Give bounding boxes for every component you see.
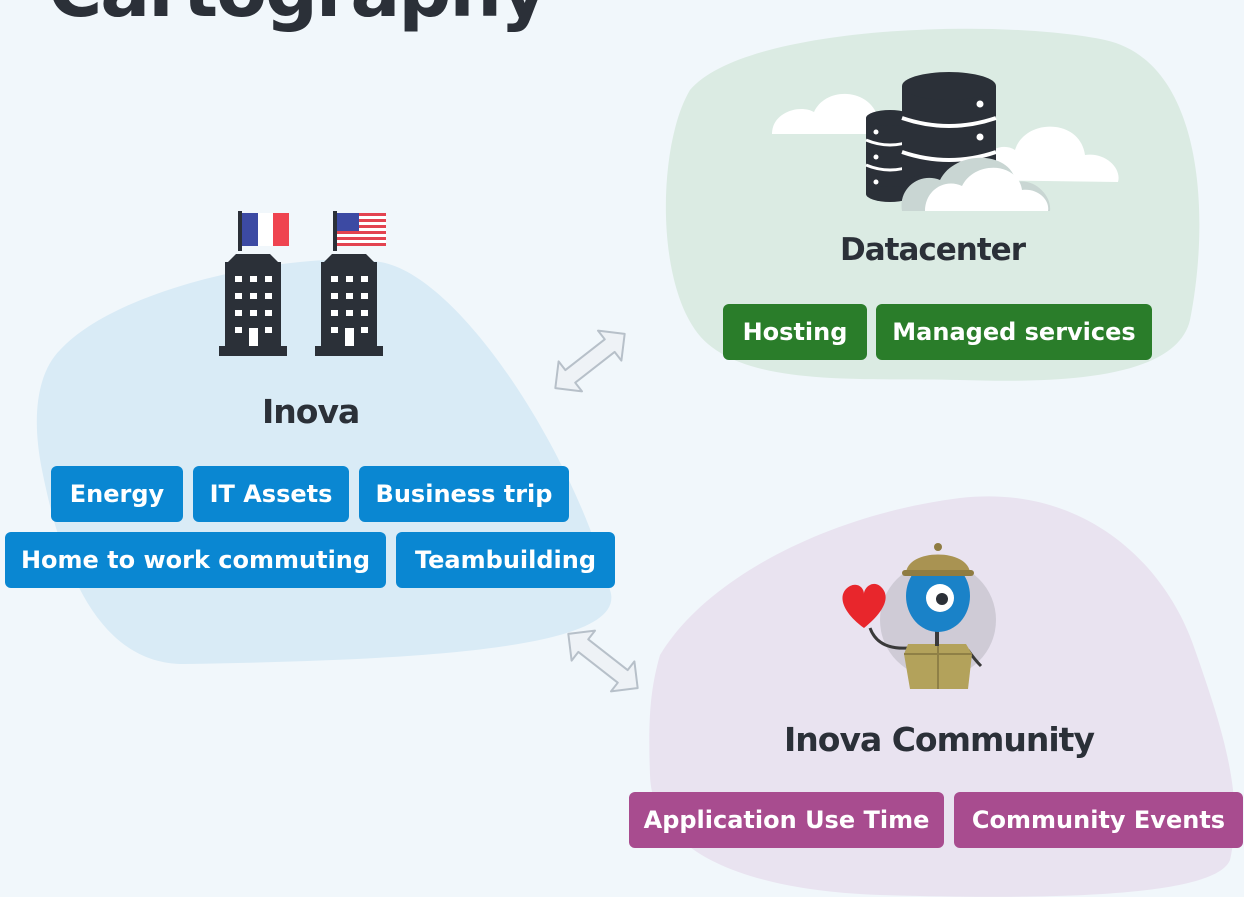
tag-application-use-time: Application Use Time [629,792,944,848]
tag-energy: Energy [51,466,183,522]
double-arrow-icon [554,329,626,393]
tag-home-to-work-commuting: Home to work commuting [5,532,386,588]
page-title: Cartography [48,0,548,28]
double-arrow-icon [567,629,639,693]
tag-business-trip: Business trip [359,466,569,522]
datacenter-title: Datacenter [840,232,1026,268]
inova-title: Inova [262,392,360,431]
tag-it-assets: IT Assets [193,466,349,522]
inova-community-title: Inova Community [784,720,1095,759]
tag-hosting: Hosting [723,304,867,360]
tag-managed-services: Managed services [876,304,1152,360]
tag-community-events: Community Events [954,792,1243,848]
tag-teambuilding: Teambuilding [396,532,615,588]
